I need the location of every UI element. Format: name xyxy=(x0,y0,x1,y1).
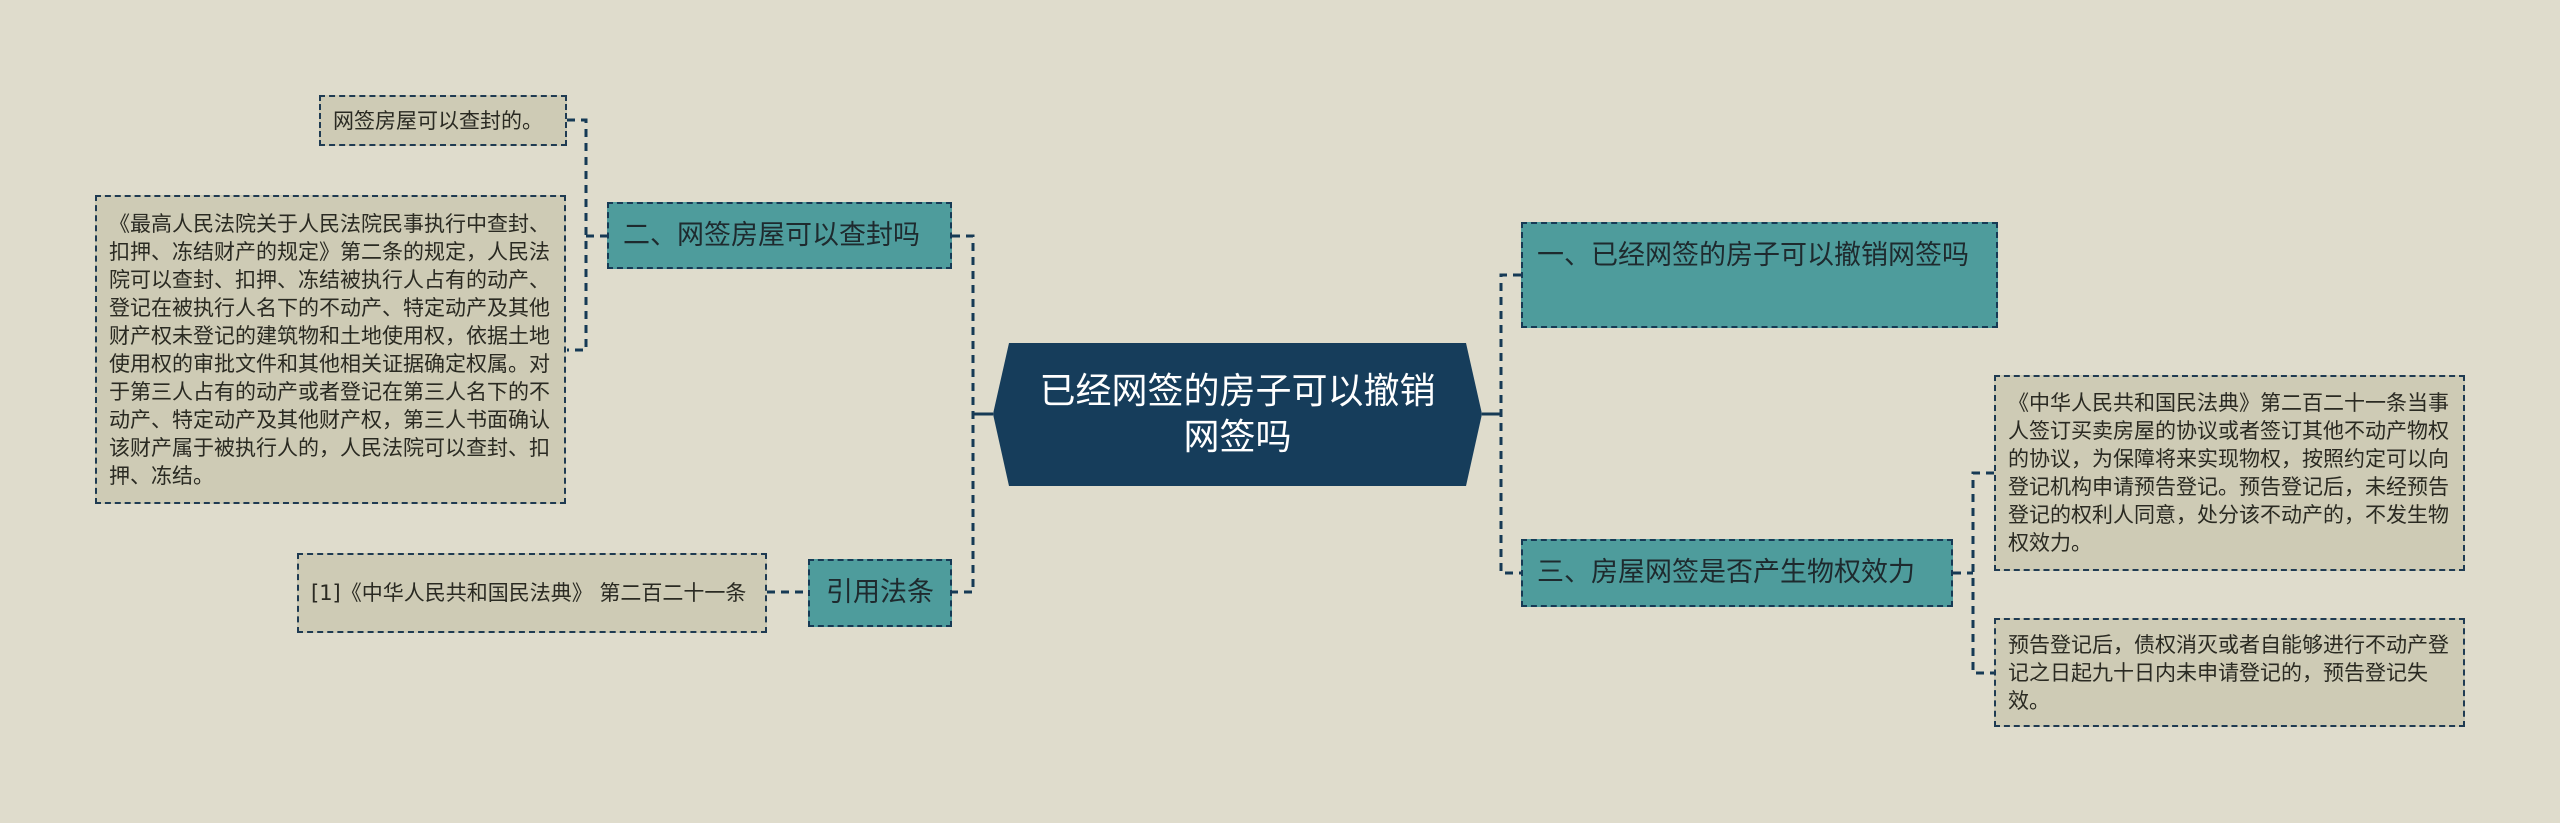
right-trunk xyxy=(1499,273,1521,575)
leaf-civil-code-221[interactable]: 《中华人民共和国民法典》第二百二十一条当事人签订买卖房屋的协议或者签订其他不动产… xyxy=(1994,375,2465,571)
leaf-text: [1]《中华人民共和国民法典》 第二百二十一条 xyxy=(311,581,747,605)
root-title: 已经网签的房子可以撤销网签吗 xyxy=(1039,370,1436,458)
leaf-seal-answer[interactable]: 网签房屋可以查封的。 xyxy=(319,95,567,146)
leaf-text: 预告登记后，债权消灭或者自能够进行不动产登记之日起九十日内未申请登记的，预告登记… xyxy=(2008,632,2449,713)
leaf-text: 《最高人民法院关于人民法院民事执行中查封、扣押、冻结财产的规定》第二条的规定，人… xyxy=(109,211,550,488)
leaf-text: 《中华人民共和国民法典》第二百二十一条当事人签订买卖房屋的协议或者签订其他不动产… xyxy=(2008,391,2449,555)
leaf-preregistration-expiry[interactable]: 预告登记后，债权消灭或者自能够进行不动产登记之日起九十日内未申请登记的，预告登记… xyxy=(1994,618,2465,727)
leaf-text: 网签房屋可以查封的。 xyxy=(333,108,543,133)
left-trunk xyxy=(952,234,975,594)
topic-label: 三、房屋网签是否产生物权效力 xyxy=(1537,557,1915,588)
branch-2-children xyxy=(567,118,588,352)
topic-property-effect[interactable]: 三、房屋网签是否产生物权效力 xyxy=(1521,539,1953,607)
topic-label: 一、已经网签的房子可以撤销网签吗 xyxy=(1537,240,1969,271)
leaf-seal-regulation[interactable]: 《最高人民法院关于人民法院民事执行中查封、扣押、冻结财产的规定》第二条的规定，人… xyxy=(95,195,566,504)
branch-3-children xyxy=(1971,471,1994,675)
leaf-citation[interactable]: [1]《中华人民共和国民法典》 第二百二十一条 xyxy=(297,553,767,633)
topic-label: 二、网签房屋可以查封吗 xyxy=(623,219,920,251)
topic-revoke-question[interactable]: 一、已经网签的房子可以撤销网签吗 xyxy=(1521,222,1998,328)
topic-label: 引用法条 xyxy=(826,577,934,608)
root-topic[interactable]: 已经网签的房子可以撤销网签吗 xyxy=(993,343,1482,486)
topic-seal-question[interactable]: 二、网签房屋可以查封吗 xyxy=(607,202,952,269)
topic-cited-law[interactable]: 引用法条 xyxy=(808,559,952,627)
